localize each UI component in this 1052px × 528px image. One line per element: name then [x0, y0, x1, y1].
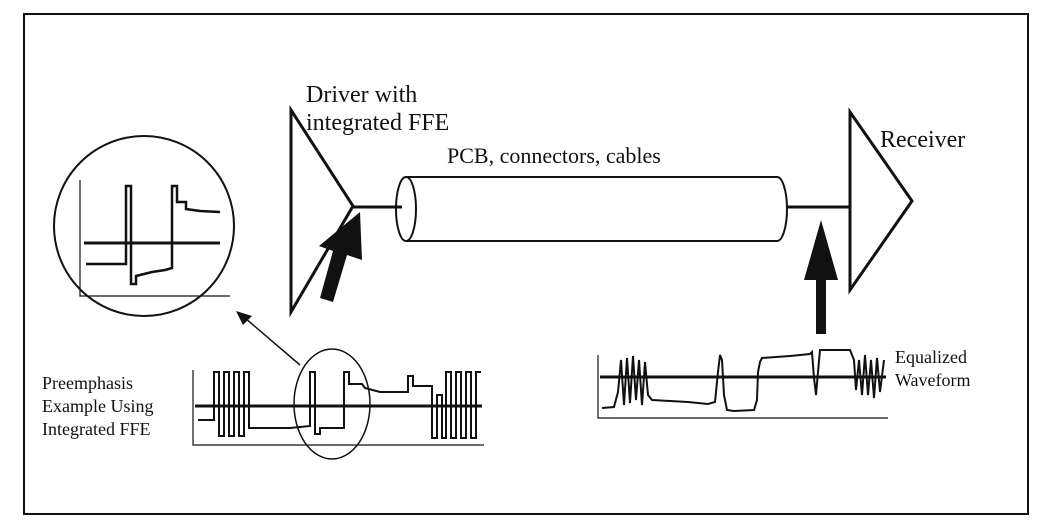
preemphasis-waveform [192, 348, 484, 460]
cable-cylinder [395, 176, 788, 242]
magnified-waveform-circle [53, 135, 235, 317]
preemphasis-label: Preemphasis Example Using Integrated FFE [42, 372, 153, 441]
driver-label-line-1: Driver with [306, 82, 418, 108]
driver-label: Driver with integrated FFE [306, 82, 449, 137]
equalized-label-line-2: Waveform [895, 370, 971, 390]
zoom-pointer-arrow-icon [236, 311, 301, 366]
equalized-waveform [597, 349, 888, 419]
preemphasis-label-line-3: Integrated FFE [42, 419, 151, 439]
equalized-label: Equalized Waveform [895, 346, 971, 392]
driver-output-arrow-icon [319, 212, 362, 302]
preemphasis-label-line-2: Example Using [42, 396, 154, 416]
receiver-label: Receiver [880, 127, 966, 153]
receiver-input-arrow-icon [804, 220, 838, 334]
equalized-label-line-1: Equalized [895, 347, 967, 367]
receiver-triangle-icon [848, 107, 914, 295]
diagram-border [23, 13, 1029, 515]
channel-label: PCB, connectors, cables [447, 143, 661, 168]
driver-label-line-2: integrated FFE [306, 109, 450, 136]
driver-triangle-icon [289, 104, 355, 318]
preemphasis-label-line-1: Preemphasis [42, 373, 133, 393]
